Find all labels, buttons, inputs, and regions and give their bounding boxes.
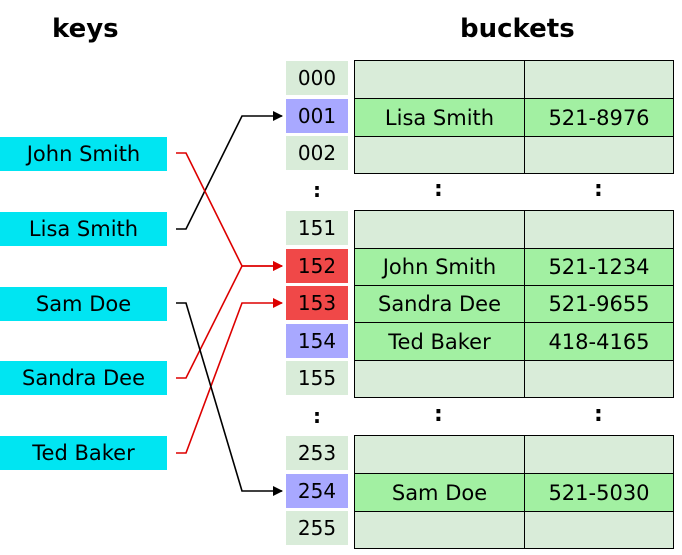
bucket-name-cell [355, 512, 525, 548]
bucket-index: 152 [286, 249, 348, 283]
bucket-name-cell: Ted Baker [355, 323, 525, 360]
bucket-index: 154 [286, 324, 348, 358]
key-ted-baker: Ted Baker [0, 436, 167, 470]
keys-heading: keys [52, 14, 119, 44]
arrow-lisa-smith [176, 111, 283, 230]
bucket-index: 151 [286, 211, 348, 245]
bucket-index-ellipsis: : [286, 173, 348, 207]
bucket-group-bottom: Sam Doe 521-5030 [354, 435, 674, 549]
key-john-smith: John Smith [0, 137, 167, 171]
bucket-name-cell [355, 137, 525, 173]
key-sandra-dee: Sandra Dee [0, 361, 167, 395]
bucket-name-cell: Sam Doe [355, 474, 525, 511]
bucket-row [355, 211, 673, 248]
bucket-phone-cell [525, 137, 673, 173]
bucket-group-middle: John Smith 521-1234 Sandra Dee 521-9655 … [354, 210, 674, 398]
bucket-name-cell: John Smith [355, 249, 525, 285]
bucket-index: 153 [286, 286, 348, 320]
arrow-ted-baker [176, 298, 283, 454]
bucket-row [355, 136, 673, 173]
bucket-index: 255 [286, 511, 348, 545]
bucket-index: 254 [286, 474, 348, 508]
bucket-index: 001 [286, 99, 348, 133]
bucket-ellipsis: : [434, 177, 443, 202]
bucket-ellipsis: : [594, 177, 603, 202]
bucket-phone-cell: 521-5030 [525, 474, 673, 511]
bucket-row [355, 511, 673, 548]
arrow-sandra-dee [176, 261, 283, 379]
bucket-row: Ted Baker 418-4165 [355, 322, 673, 360]
bucket-phone-cell: 521-1234 [525, 249, 673, 285]
bucket-index: 253 [286, 436, 348, 470]
bucket-group-top: Lisa Smith 521-8976 [354, 60, 674, 174]
bucket-phone-cell [525, 211, 673, 248]
bucket-row: Sam Doe 521-5030 [355, 473, 673, 511]
bucket-phone-cell [525, 61, 673, 98]
bucket-row [355, 360, 673, 397]
arrow-john-smith [176, 152, 283, 271]
bucket-row: John Smith 521-1234 [355, 248, 673, 285]
bucket-index-ellipsis: : [286, 399, 348, 433]
bucket-name-cell [355, 61, 525, 98]
arrow-sam-doe [176, 302, 283, 496]
bucket-name-cell [355, 211, 525, 248]
bucket-phone-cell: 521-9655 [525, 286, 673, 322]
bucket-index: 155 [286, 361, 348, 395]
bucket-phone-cell [525, 436, 673, 473]
bucket-name-cell: Lisa Smith [355, 99, 525, 136]
bucket-phone-cell [525, 361, 673, 397]
bucket-name-cell [355, 436, 525, 473]
bucket-index: 000 [286, 61, 348, 95]
bucket-row: Lisa Smith 521-8976 [355, 98, 673, 136]
bucket-ellipsis: : [434, 402, 443, 427]
bucket-phone-cell [525, 512, 673, 548]
bucket-index: 002 [286, 136, 348, 170]
key-sam-doe: Sam Doe [0, 287, 167, 321]
bucket-row [355, 61, 673, 98]
bucket-name-cell: Sandra Dee [355, 286, 525, 322]
key-lisa-smith: Lisa Smith [0, 212, 167, 246]
bucket-name-cell [355, 361, 525, 397]
bucket-phone-cell: 418-4165 [525, 323, 673, 360]
bucket-row [355, 436, 673, 473]
bucket-row: Sandra Dee 521-9655 [355, 285, 673, 322]
buckets-heading: buckets [460, 14, 575, 44]
bucket-phone-cell: 521-8976 [525, 99, 673, 136]
bucket-ellipsis: : [594, 402, 603, 427]
